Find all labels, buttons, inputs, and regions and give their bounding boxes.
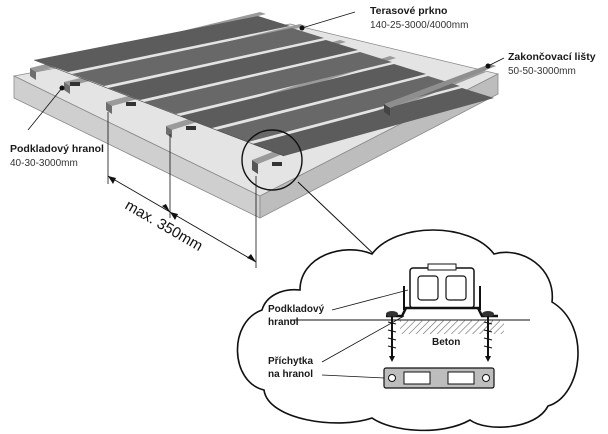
inset-concrete-label: Beton — [432, 337, 460, 348]
magnifier-circle — [241, 129, 303, 191]
inset-clip-plate — [383, 367, 495, 389]
inset-clip-label-1: Příchytka — [268, 356, 313, 367]
strip-leader-line — [487, 57, 505, 67]
inset-clip-label-2: na hranol — [268, 369, 313, 380]
joist-spec: 40-30-3000mm — [10, 158, 78, 169]
joist-leader-line — [27, 87, 63, 131]
magnifier-connector — [297, 181, 381, 261]
decking-board-spec: 140-25-3000/4000mm — [370, 20, 468, 31]
decking-board-name: Terasové prkno — [370, 5, 447, 17]
inset-joist-label-1: Podkladový — [268, 304, 325, 315]
inset-clip-leader-2 — [321, 374, 385, 379]
end-strip — [384, 64, 496, 116]
end-strip-name: Zakončovací lišty — [508, 51, 596, 63]
inset-joist-leader — [331, 289, 409, 311]
end-strip-spec: 50-50-3000mm — [508, 66, 576, 77]
inset-screw-right — [482, 311, 494, 362]
decking-boards — [33, 16, 494, 157]
inset-joist-profile — [409, 263, 475, 309]
joist-clips — [70, 82, 282, 166]
inset-clip-leader-1 — [321, 315, 405, 363]
inset-detail: Beton — [236, 229, 579, 432]
board-leader-line — [301, 11, 356, 29]
joist-name: Podkladový hranol — [10, 143, 104, 155]
inset-joist-label-2: hranol — [268, 317, 299, 328]
